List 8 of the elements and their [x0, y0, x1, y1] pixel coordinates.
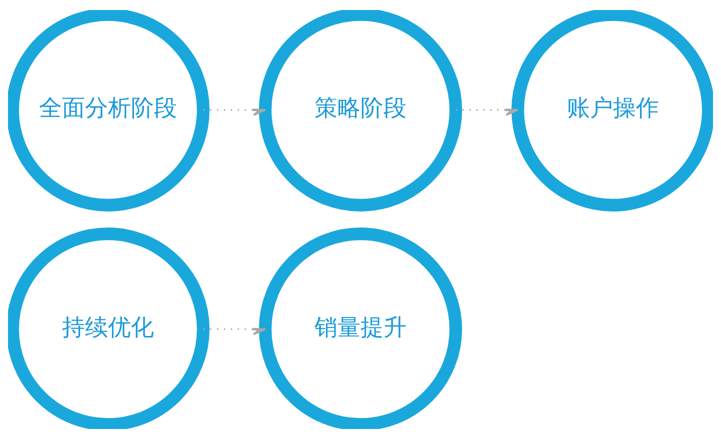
arrow: [203, 327, 266, 335]
arrow: [456, 108, 519, 116]
node-circle: 全面分析阶段: [8, 10, 210, 211]
node-circle: 策略阶段: [258, 10, 462, 211]
node-circle: 账户操作: [511, 10, 713, 211]
arrow: [203, 108, 266, 116]
node-circle: 持续优化: [8, 227, 210, 428]
node-circle: 销量提升: [258, 227, 462, 428]
